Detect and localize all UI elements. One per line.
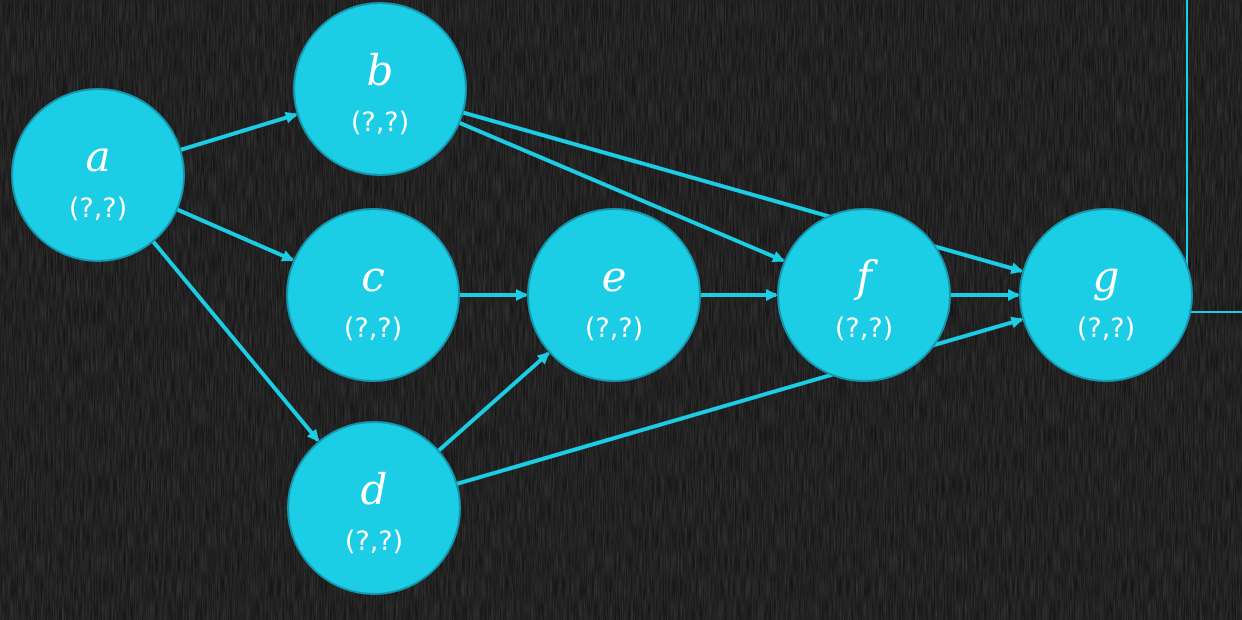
node-circle	[1019, 208, 1193, 382]
node-label: c	[361, 252, 385, 301]
node-value: (?,?)	[1077, 313, 1135, 344]
edge-a-d	[151, 239, 320, 442]
node-value: (?,?)	[344, 313, 402, 344]
node-label: a	[85, 132, 110, 181]
node-c: c (?,?)	[286, 208, 460, 382]
node-circle	[286, 208, 460, 382]
node-value: (?,?)	[585, 313, 643, 344]
node-label: g	[1093, 252, 1120, 301]
node-f: f(?,?)	[777, 208, 951, 382]
node-circle	[293, 2, 467, 176]
node-d: d (?,?)	[287, 421, 461, 595]
node-label: b	[367, 46, 394, 95]
node-circle	[777, 208, 951, 382]
nodes: a(?,?)b(?,?)c(?,?)d(?,?)e(?,?)f(?,?)g(?,…	[11, 2, 1193, 595]
node-g: g (?,?)	[1019, 208, 1193, 382]
node-value: (?,?)	[345, 526, 403, 557]
node-b: b (?,?)	[293, 2, 467, 176]
edge-d-e	[436, 351, 550, 453]
node-label: e	[602, 252, 627, 301]
node-circle	[287, 421, 461, 595]
edge-a-b	[179, 111, 298, 152]
node-value: (?,?)	[835, 313, 893, 344]
edge-b-f	[458, 120, 785, 263]
node-a: a (?,?)	[11, 88, 185, 262]
node-circle	[527, 208, 701, 382]
node-label: d	[361, 465, 388, 514]
node-e: e (?,?)	[527, 208, 701, 382]
node-circle	[11, 88, 185, 262]
node-value: (?,?)	[351, 107, 409, 138]
node-value: (?,?)	[69, 193, 127, 224]
edge-a-c	[176, 207, 295, 262]
